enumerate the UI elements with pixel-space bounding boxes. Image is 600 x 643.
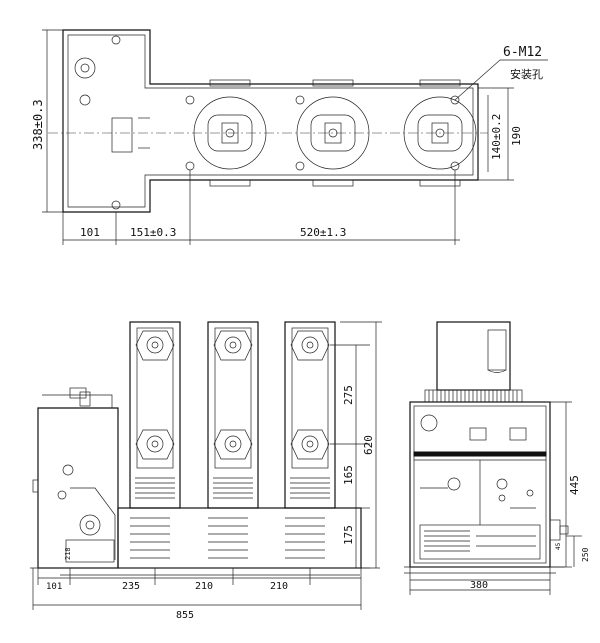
counter-dial bbox=[496, 478, 508, 490]
pole-3-side bbox=[284, 321, 336, 509]
side-circle-1 bbox=[62, 464, 74, 476]
nameplate bbox=[419, 524, 541, 560]
pole-2-side bbox=[207, 321, 259, 509]
base-frame bbox=[117, 507, 362, 569]
front-top-housing bbox=[436, 321, 511, 391]
pole-1-top bbox=[193, 79, 267, 187]
dim-175-label: 175 bbox=[342, 525, 355, 545]
dim-380-label: 380 bbox=[470, 580, 488, 591]
dim-210a-label: 210 bbox=[195, 581, 213, 592]
indicator-window-2 bbox=[509, 427, 527, 441]
dim-140-label: 140±0.2 bbox=[490, 114, 503, 160]
dim-520-label: 520±1.3 bbox=[300, 226, 346, 239]
hole-label: 安装孔 bbox=[510, 67, 543, 81]
dim-445-label: 445 bbox=[568, 475, 581, 495]
dim-side-label: 45 bbox=[555, 542, 562, 550]
top-view-outline bbox=[62, 29, 479, 213]
side-handle bbox=[549, 519, 561, 541]
dim-210b-label: 210 bbox=[270, 581, 288, 592]
dim-338-label: 338±0.3 bbox=[31, 99, 45, 150]
bolt-label: 6-M12 bbox=[503, 45, 542, 60]
dim-101-top-label: 101 bbox=[80, 226, 100, 239]
bolt-leader bbox=[454, 59, 501, 101]
operating-knob bbox=[447, 477, 461, 491]
dim-190-label: 190 bbox=[510, 126, 523, 146]
dim-250-label: 250 bbox=[581, 547, 590, 562]
connector-strip bbox=[424, 389, 523, 403]
front-view: 445 250 45 380 bbox=[404, 321, 590, 595]
side-circle-2 bbox=[57, 490, 67, 500]
front-band bbox=[413, 451, 547, 457]
dim-855-label: 855 bbox=[176, 610, 194, 621]
base-vents bbox=[130, 517, 325, 559]
dim-165-label: 165 bbox=[342, 465, 355, 485]
mechanism-plate bbox=[111, 117, 133, 153]
side-view: 275 620 165 175 218 101 235 210 210 855 bbox=[30, 321, 382, 621]
mechanism-circle bbox=[74, 57, 96, 79]
corner-hole-bl bbox=[111, 200, 121, 210]
top-view-inner-outline bbox=[67, 34, 474, 208]
pole-3-top bbox=[403, 79, 477, 187]
dim-620-label: 620 bbox=[362, 435, 375, 455]
top-knob bbox=[69, 387, 87, 399]
dim-218-label: 218 bbox=[64, 547, 72, 560]
dim-235-label: 235 bbox=[122, 581, 140, 592]
indicator-dot bbox=[526, 489, 534, 497]
pole-2-top bbox=[296, 79, 370, 187]
mechanism-hub bbox=[80, 63, 90, 73]
brand-badge bbox=[420, 414, 438, 432]
indicator-window-1 bbox=[469, 427, 487, 441]
dim-101-side-label: 101 bbox=[46, 582, 62, 592]
mechanism-pin bbox=[79, 94, 91, 106]
corner-hole-tl bbox=[111, 35, 121, 45]
dim-275-label: 275 bbox=[342, 385, 355, 405]
pole-1-side bbox=[129, 321, 181, 509]
side-lower-panel bbox=[65, 539, 115, 563]
side-cam bbox=[79, 514, 101, 536]
dim-151-label: 151±0.3 bbox=[130, 226, 176, 239]
top-view: 6-M12 安装孔 338±0.3 140±0.2 190 101 151±0.… bbox=[31, 29, 548, 245]
